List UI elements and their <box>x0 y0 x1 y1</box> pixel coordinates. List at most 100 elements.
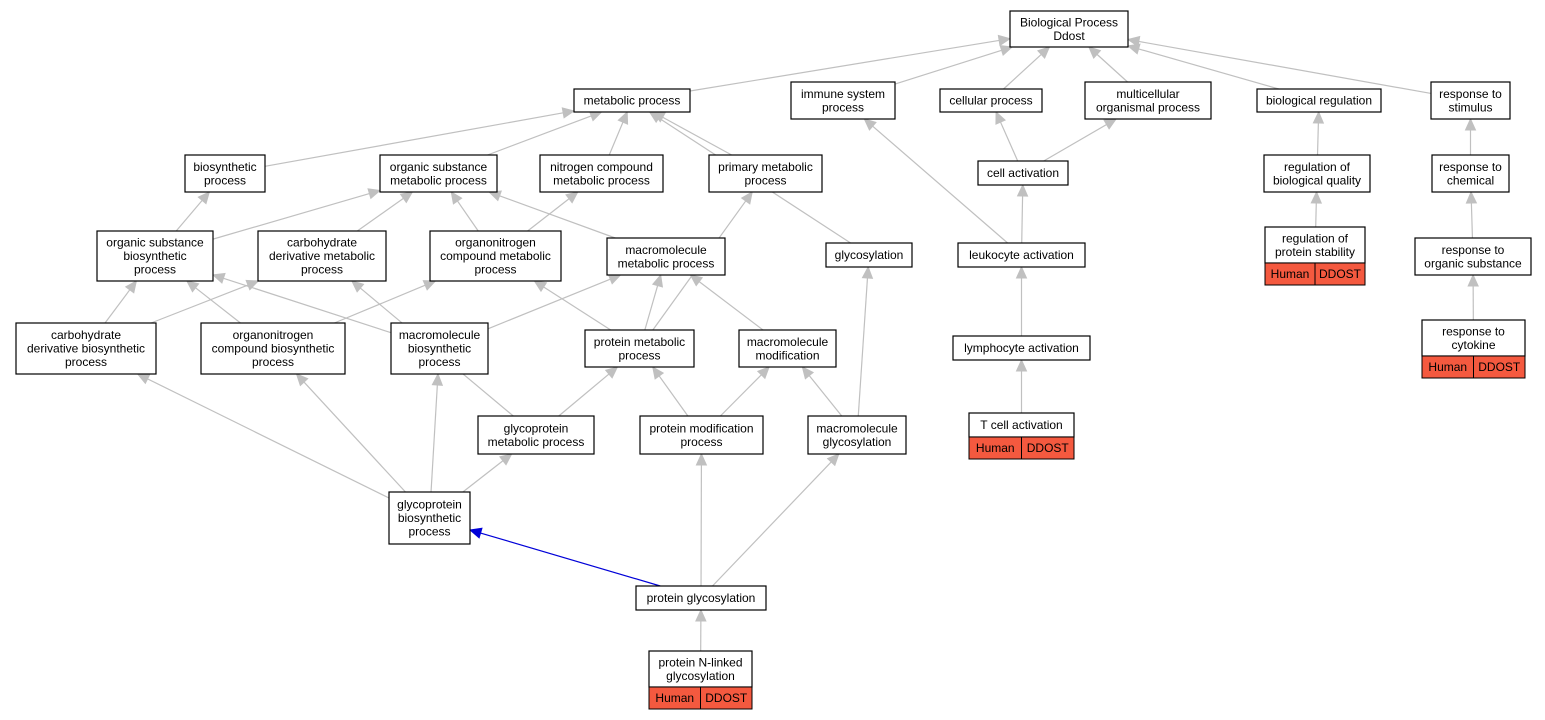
node-label-line: macromolecule <box>747 335 829 349</box>
edge-carbbio-to-carbmet <box>150 279 260 324</box>
annotation-label: DDOST <box>705 691 748 705</box>
node-protglyc[interactable]: protein glycosylation <box>635 585 767 611</box>
edge-chemical-to-stimulus <box>1464 117 1477 155</box>
node-label-line: organonitrogen <box>455 236 536 250</box>
edge-orgsubresp-to-chemical <box>1465 190 1478 239</box>
node-label-line: glycosylation <box>835 248 904 262</box>
edge-carbbio-to-orgsubbio <box>104 280 138 324</box>
node-label-line: glycosylation <box>666 669 735 683</box>
node-label-line: process <box>618 348 660 362</box>
annotation-cell <box>1473 355 1526 379</box>
node-label-line: response to <box>1439 87 1502 101</box>
node-box <box>200 322 346 375</box>
node-cellact[interactable]: cell activation <box>977 160 1069 186</box>
edge-protglyc-to-protmod <box>695 452 708 587</box>
node-box <box>257 230 387 282</box>
annotation-cell <box>1314 262 1366 286</box>
node-bioreg[interactable]: biological regulation <box>1256 88 1382 113</box>
node-box <box>1430 81 1511 120</box>
edge-primary-to-metabolic <box>651 111 732 156</box>
node-label-line: cell activation <box>987 166 1059 180</box>
node-box <box>606 237 726 276</box>
annotation-label: Human <box>1428 360 1467 374</box>
edge-orgsubbio-to-biosynthetic <box>175 191 211 232</box>
node-label-line: stimulus <box>1448 100 1492 114</box>
node-label-line: cellular process <box>949 94 1032 108</box>
node-label-line: leukocyte activation <box>969 248 1074 262</box>
edge-tcell-to-lymphocyte <box>1015 358 1028 413</box>
node-label-line: process <box>744 173 786 187</box>
node-label-line: derivative biosynthetic <box>27 342 145 356</box>
annotation-cell <box>1021 436 1075 460</box>
annotation-label: DDOST <box>1027 441 1070 455</box>
node-label-line: lymphocyte activation <box>964 341 1079 355</box>
edge-cellact-to-cellular <box>995 110 1019 162</box>
edge-layer <box>104 34 1479 652</box>
node-label-line: T cell activation <box>980 418 1062 432</box>
node-label-line: process <box>822 100 864 114</box>
node-label-line: protein modification <box>649 421 753 435</box>
edge-leukocyte-to-immune <box>863 118 1009 244</box>
annotation-label: Human <box>655 691 694 705</box>
node-label-line: compound biosynthetic <box>212 342 335 356</box>
edge-orgsubbio-to-orgsubmet <box>212 188 382 240</box>
edge-macromod-to-macromet <box>689 274 764 331</box>
node-label-line: immune system <box>801 87 885 101</box>
node-label-line: metabolic process <box>488 435 585 449</box>
node-cellular[interactable]: cellular process <box>939 88 1043 113</box>
node-label-line: macromolecule <box>625 243 707 257</box>
edge-glycoprotbio-to-glycoprotmet <box>462 453 513 493</box>
edge-nitrogen-to-metabolic <box>608 110 629 156</box>
node-box <box>825 242 913 268</box>
edge-leukocyte-to-cellact <box>1016 183 1029 244</box>
node-box <box>15 322 157 375</box>
node-label-line: response to <box>1439 160 1502 174</box>
node-label-line: metabolic process <box>618 256 715 270</box>
node-label-line: process <box>65 355 107 369</box>
node-glycosylation[interactable]: glycosylation <box>825 242 913 268</box>
node-label-line: biosynthetic <box>408 342 471 356</box>
node-box <box>584 329 695 368</box>
edge-macroglyc-to-glycosylation <box>857 265 874 417</box>
node-label-line: Ddost <box>1053 29 1085 43</box>
node-label-line: organismal process <box>1096 100 1200 114</box>
node-metabolic[interactable]: metabolic process <box>573 88 691 113</box>
node-label-line: response to <box>1442 324 1505 338</box>
node-box <box>388 491 471 545</box>
edge-orgnitmet-to-nitrogen <box>527 191 579 232</box>
node-box <box>477 415 595 455</box>
node-label-line: regulation of <box>1284 160 1351 174</box>
node-lymphocyte[interactable]: lymphocyte activation <box>952 335 1091 361</box>
node-leukocyte[interactable]: leukocyte activation <box>957 242 1086 268</box>
